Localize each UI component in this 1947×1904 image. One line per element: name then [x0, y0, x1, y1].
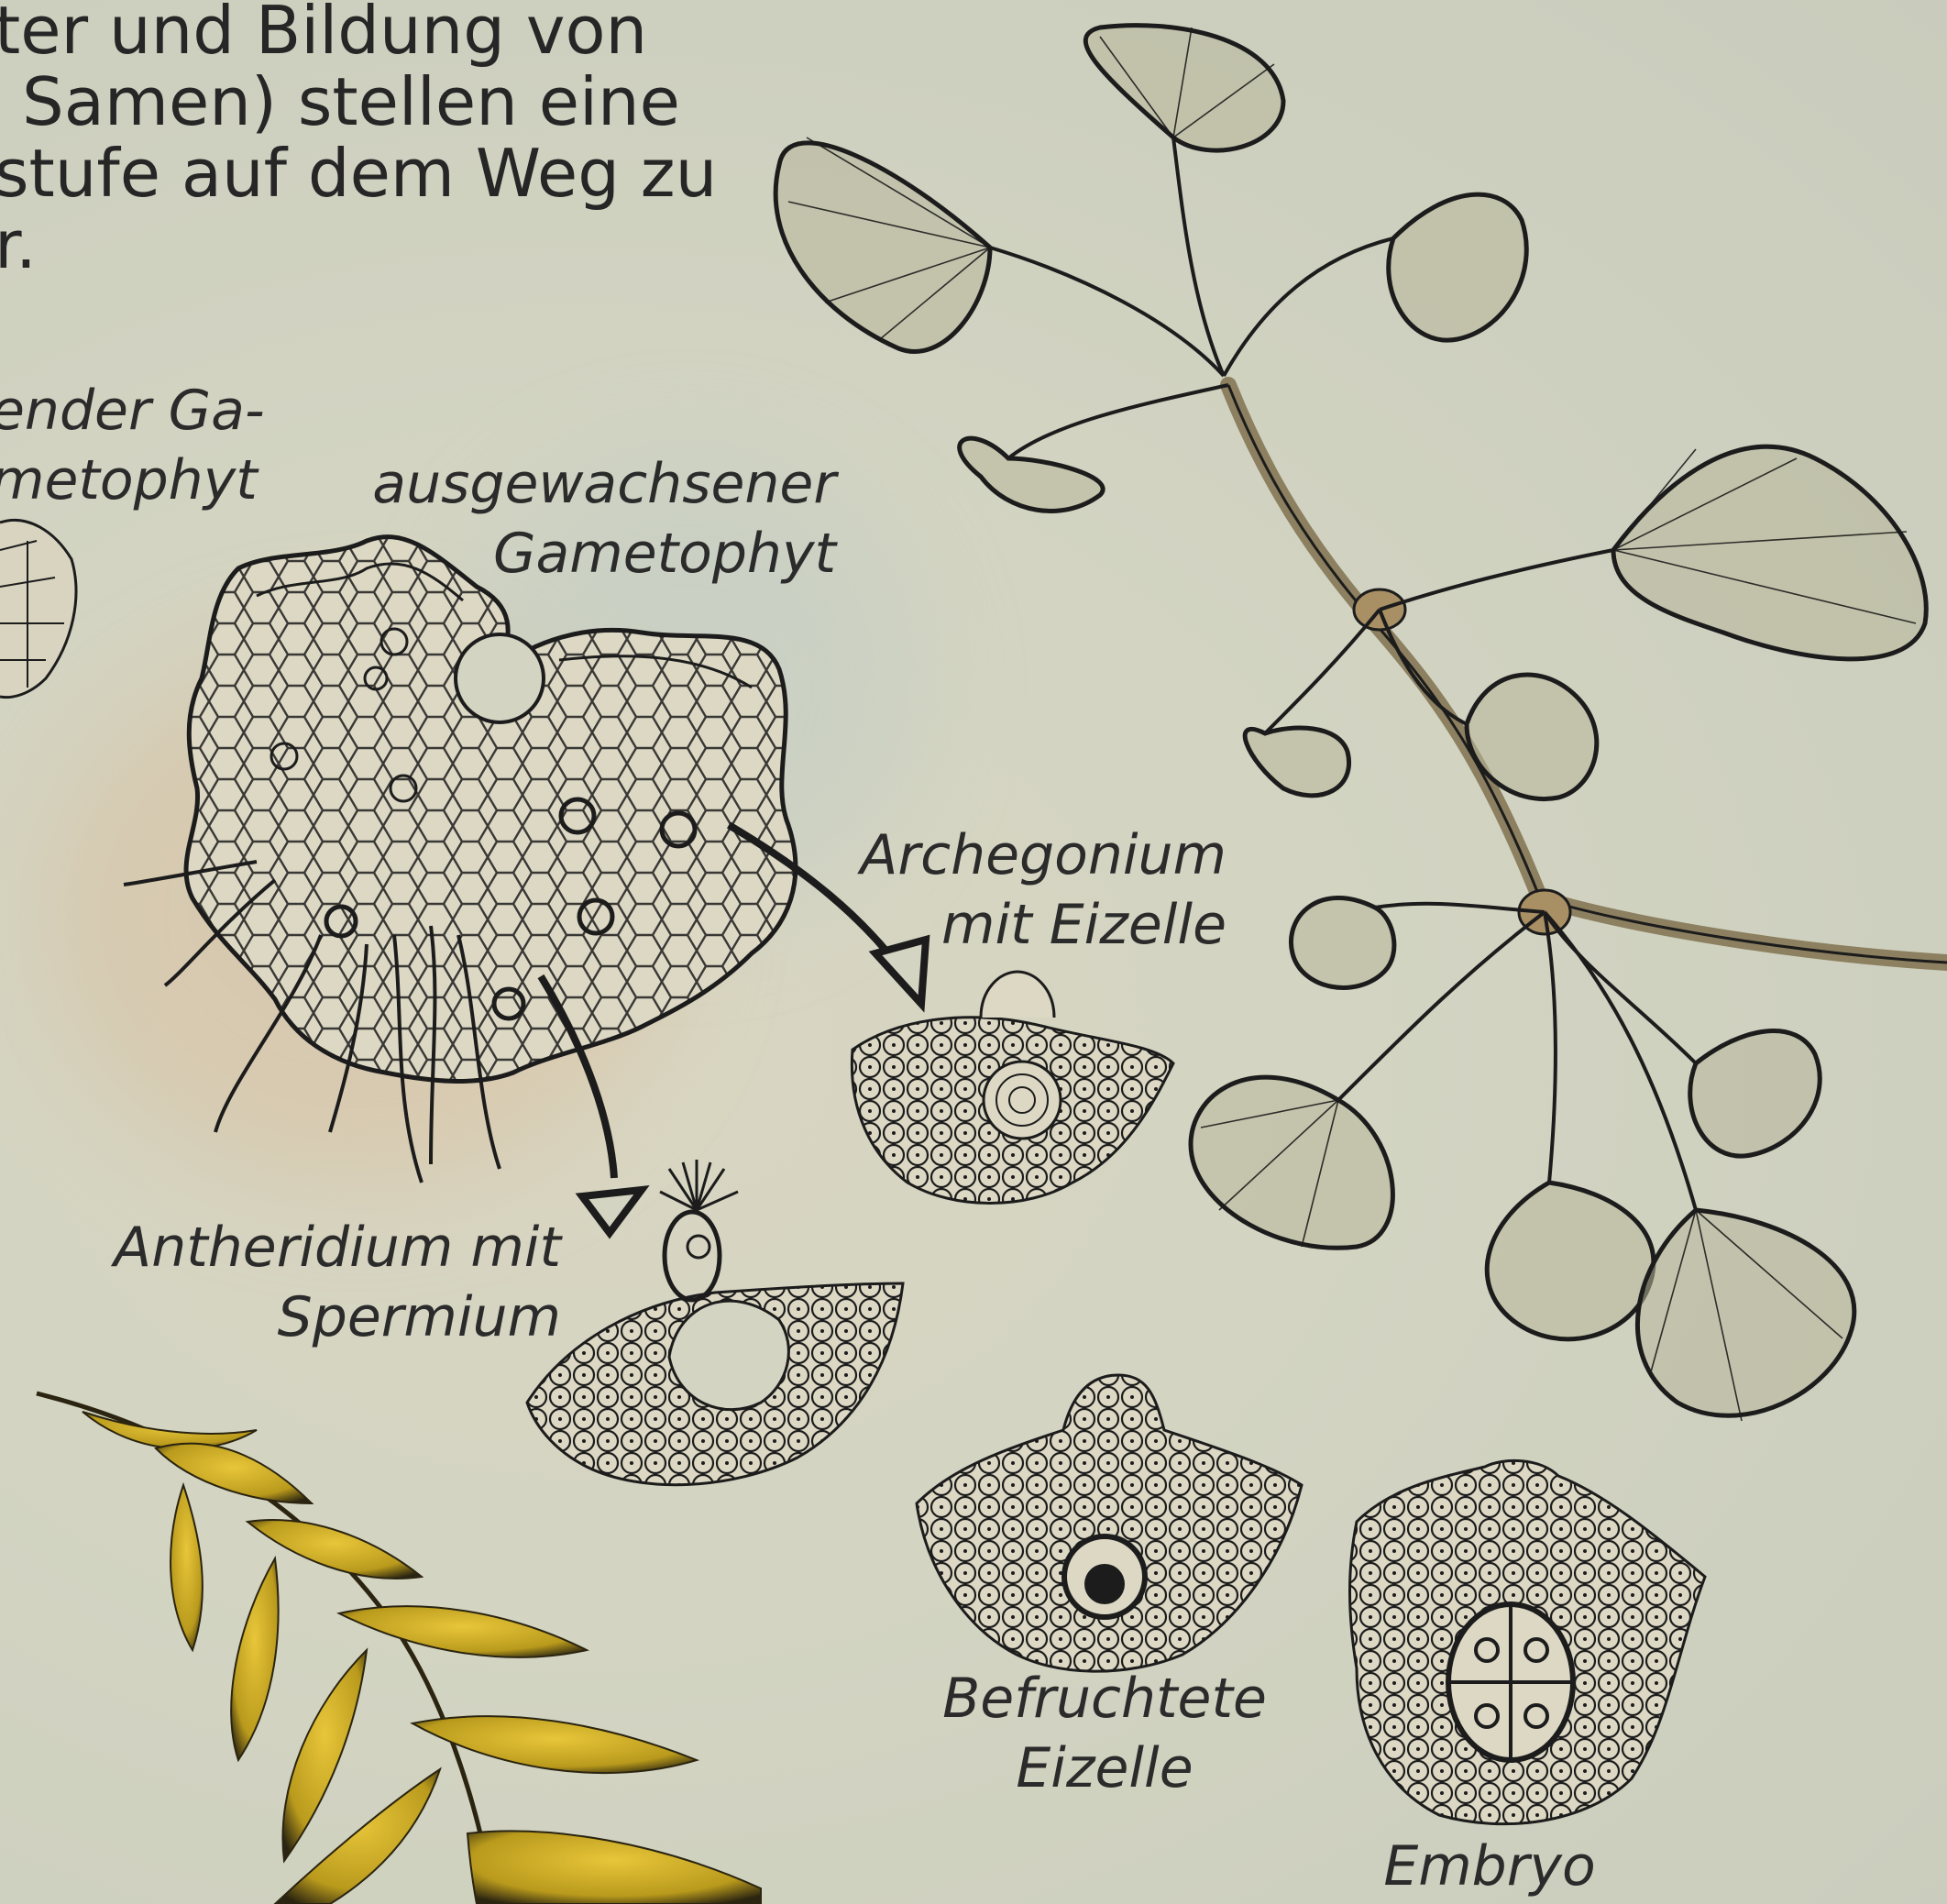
antheridium-drawing: [527, 1160, 903, 1485]
archegonium-drawing: [852, 972, 1173, 1204]
embryo-drawing: [1350, 1460, 1706, 1823]
label-mature-gametophyte-line-1: ausgewachsener: [367, 449, 836, 519]
label-fertilized-egg-line-2: Eizelle: [935, 1733, 1274, 1803]
label-antheridium-line-1: Antheridium mit: [110, 1213, 561, 1282]
label-fertilized-egg: Befruchtete Eizelle: [935, 1664, 1274, 1803]
label-fertilized-egg-line-1: Befruchtete: [935, 1664, 1274, 1733]
label-antheridium-line-2: Spermium: [110, 1282, 561, 1352]
label-antheridium: Antheridium mit Spermium: [110, 1213, 561, 1352]
label-embryo: Embryo: [1357, 1832, 1622, 1901]
label-mature-gametophyte-line-2: Gametophyt: [367, 519, 836, 589]
label-archegonium: Archegonium mit Eizelle: [843, 820, 1226, 960]
label-archegonium-line-2: mit Eizelle: [843, 890, 1226, 960]
label-mature-gametophyte: ausgewachsener Gametophyt: [367, 449, 836, 589]
label-young-gametophyte: ender Ga- metophyt: [0, 376, 248, 515]
label-young-gametophyte-line-1: ender Ga-: [0, 376, 248, 446]
fertilized-egg-drawing: [917, 1375, 1302, 1671]
label-embryo-line-1: Embryo: [1357, 1832, 1622, 1901]
label-archegonium-line-1: Archegonium: [843, 820, 1226, 890]
mature-gametophyte-drawing: [124, 513, 825, 1183]
young-gametophyte-drawing: [0, 520, 76, 697]
label-young-gametophyte-line-2: metophyt: [0, 446, 248, 515]
ginkgo-branch-drawing: [776, 26, 1947, 1421]
